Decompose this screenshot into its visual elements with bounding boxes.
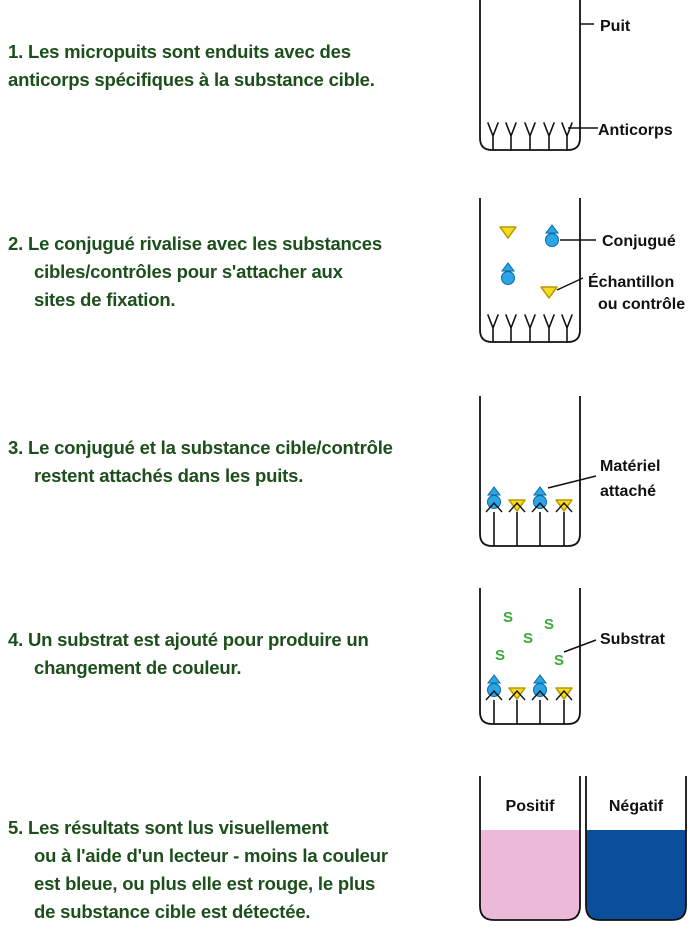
step-5-line-3: est bleue, ou plus elle est rouge, le pl… <box>34 873 376 894</box>
step-4-line-1: 4. Un substrat est ajouté pour produire … <box>8 629 369 650</box>
conjugate-molecule <box>545 224 559 247</box>
step-1-text: 1. Les micropuits sont enduits avec des … <box>8 38 448 94</box>
label-sample-line-1: Échantillon <box>588 272 674 291</box>
label-positive: Positif <box>506 798 556 815</box>
label-antibodies: Anticorps <box>598 122 673 139</box>
step-5-line-1: 5. Les résultats sont lus visuellement <box>8 817 329 838</box>
step-2-line-1: 2. Le conjugué rivalise avec les substan… <box>8 233 382 254</box>
substrate-s: S <box>544 616 554 633</box>
well-2-antibodies <box>487 314 573 343</box>
label-substrate: Substrat <box>600 631 666 648</box>
label-sample-line-2: ou contrôle <box>598 296 685 313</box>
substrate-s: S <box>554 652 564 669</box>
result-well-positive: Positif <box>479 776 581 921</box>
step-2-line-3: sites de fixation. <box>34 289 176 310</box>
well-2: Conjugué Échantillon ou contrôle <box>479 198 685 343</box>
step-4-line-2: changement de couleur. <box>34 657 242 678</box>
label-conjugate: Conjugué <box>602 233 676 250</box>
step-1-line-1: 1. Les micropuits sont enduits avec des <box>8 41 351 62</box>
target-molecule <box>499 226 517 239</box>
step-2-text: 2. Le conjugué rivalise avec les substan… <box>8 230 448 314</box>
step-5-text: 5. Les résultats sont lus visuellement o… <box>8 814 448 926</box>
step-5-line-2: ou à l'aide d'un lecteur - moins la coul… <box>34 845 388 866</box>
well-1: Puit Anticorps <box>479 0 673 151</box>
result-well-negative: Négatif <box>585 776 687 921</box>
well-4-bound-material <box>485 674 573 724</box>
well-4: S S S S S Substrat <box>479 588 666 725</box>
well-3: Matériel attaché <box>479 396 660 547</box>
step-1-line-2: anticorps spécifiques à la substance cib… <box>8 69 375 90</box>
well-1-antibodies <box>487 122 573 151</box>
substrate-molecules: S S S S S <box>495 609 564 669</box>
substrate-s: S <box>503 609 513 626</box>
label-bound-line-2: attaché <box>600 483 656 500</box>
step-3-line-2: restent attachés dans les puits. <box>34 465 304 486</box>
step-3-text: 3. Le conjugué et la substance cible/con… <box>8 434 448 490</box>
label-bound-line-1: Matériel <box>600 458 660 475</box>
substrate-s: S <box>523 630 533 647</box>
step-4-text: 4. Un substrat est ajouté pour produire … <box>8 626 448 682</box>
step-2-line-2: cibles/contrôles pour s'attacher aux <box>34 261 343 282</box>
well-3-bound-material <box>485 486 573 546</box>
step-5-line-4: de substance cible est détectée. <box>34 901 311 922</box>
label-negative: Négatif <box>609 798 664 815</box>
target-molecule <box>540 286 558 299</box>
step-3-line-1: 3. Le conjugué et la substance cible/con… <box>8 437 393 458</box>
substrate-s: S <box>495 647 505 664</box>
label-well: Puit <box>600 18 631 35</box>
conjugate-molecule <box>501 262 515 285</box>
